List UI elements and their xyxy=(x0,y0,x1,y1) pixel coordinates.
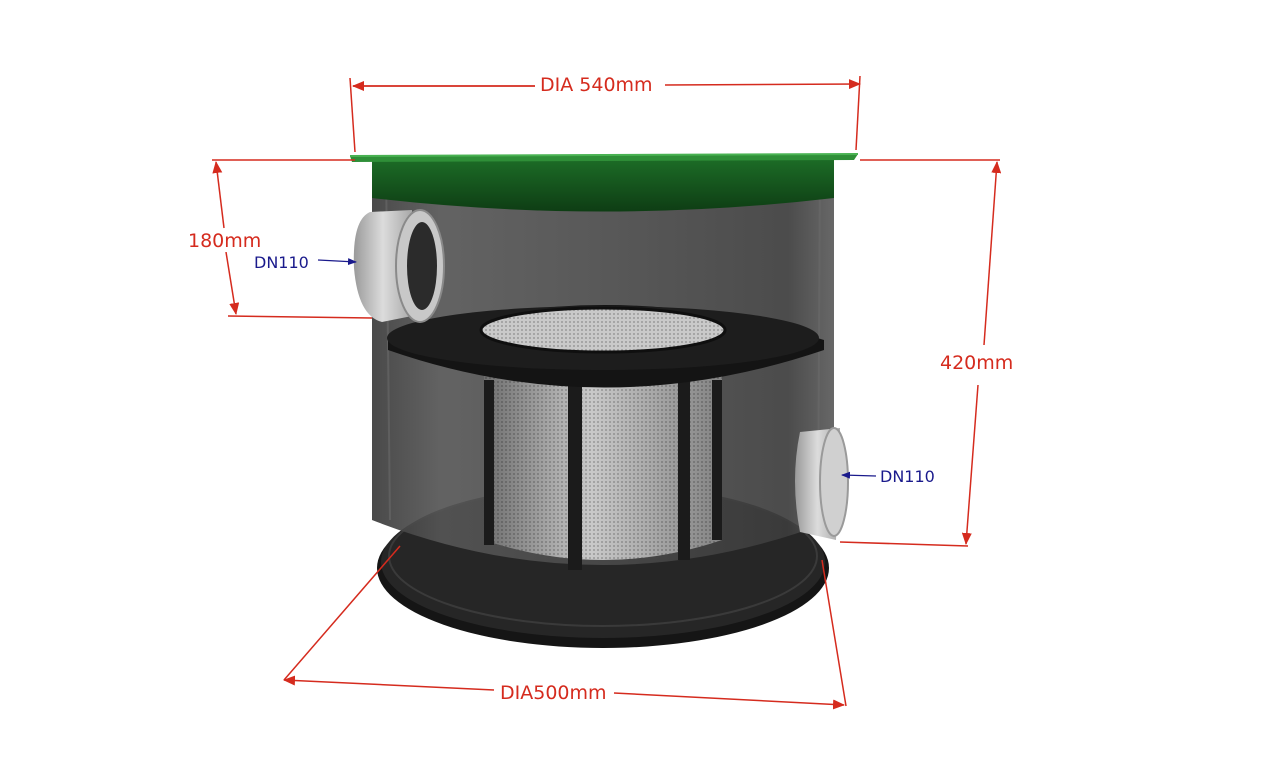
total-height-label: 420mm xyxy=(938,352,1016,374)
green-lid xyxy=(349,153,859,212)
outlet-pipe-label: DN110 xyxy=(880,467,935,486)
filter-basket xyxy=(484,340,722,570)
top-diameter-label: DIA 540mm xyxy=(538,74,655,96)
inlet-height-label: 180mm xyxy=(186,230,264,252)
bottom-diameter-label: DIA500mm xyxy=(498,682,609,704)
inlet-pipe-label: DN110 xyxy=(254,253,309,272)
pipe-pointers xyxy=(317,258,877,479)
inlet-pipe xyxy=(353,209,445,323)
dimension-lines xyxy=(212,75,1002,710)
support-ring xyxy=(387,305,824,388)
outlet-pipe xyxy=(795,427,849,540)
